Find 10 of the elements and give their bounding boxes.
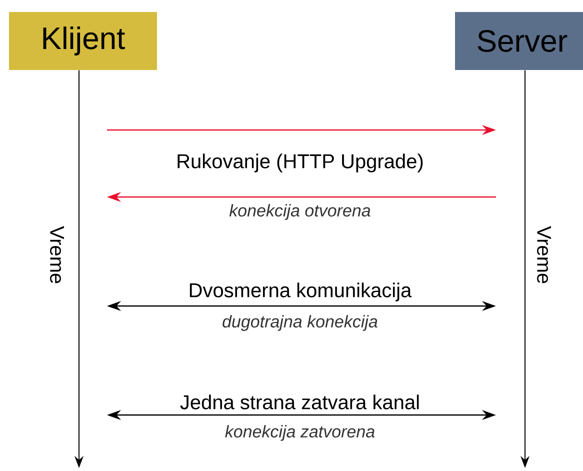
actor-box: Klijent (9, 12, 157, 70)
actor-box: Server (455, 12, 583, 70)
time-label: Vreme (50, 226, 64, 284)
time-label: Vreme (537, 226, 551, 284)
message-label: Dvosmerna komunikacija (190, 282, 412, 302)
message-note: konekcija otvorena (229, 204, 370, 220)
message-note: dugotrajna konekcija (222, 315, 378, 331)
message-label: Rukovanje (HTTP Upgrade) (178, 154, 423, 172)
message-note: konekcija zatvorena (225, 425, 375, 441)
message-label: Jedna strana zatvara kanal (180, 394, 419, 410)
